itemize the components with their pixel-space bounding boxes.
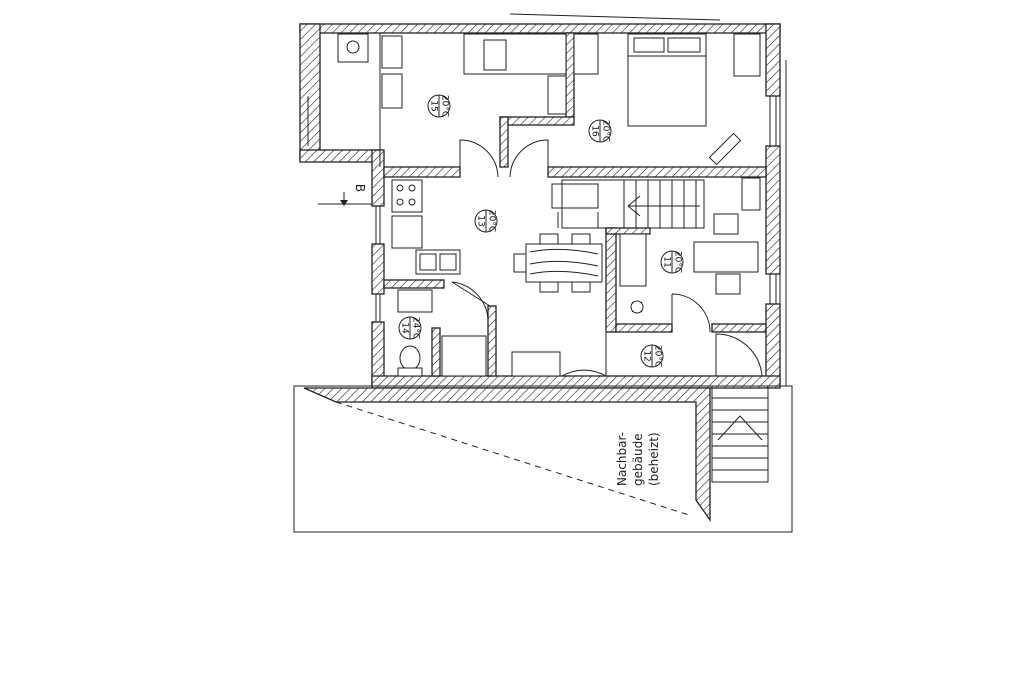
room-number: 12: [642, 350, 652, 361]
room-label-11: 11 20°C: [660, 250, 684, 274]
room-label-12: 12 20°C: [640, 344, 664, 368]
room-number: 14: [400, 322, 410, 334]
interior-walls: [383, 32, 767, 377]
window-lines: [307, 13, 787, 386]
neighbor-building: [293, 385, 793, 533]
room-number: 16: [590, 125, 600, 137]
furniture: [337, 33, 761, 377]
room-label-14: 14 24°C: [398, 316, 422, 340]
neighbor-note: Nachbar- gebäude (beheizt): [615, 432, 661, 486]
room-label-15: 15 20°C: [427, 94, 451, 118]
room-temperature: 20°C: [673, 251, 683, 273]
exterior-walls: [299, 23, 781, 389]
exterior-stairs: [711, 385, 769, 483]
section-mark-label: B: [353, 184, 367, 192]
room-temperature: 20°C: [487, 210, 497, 232]
neighbor-note-line2: gebäude: [631, 433, 645, 486]
section-mark: B: [318, 184, 372, 206]
neighbor-note-line1: Nachbar-: [615, 432, 629, 486]
room-label-13: 13 20°C: [474, 209, 498, 233]
room-temperature: 20°C: [440, 95, 450, 117]
room-label-16: 16 20°C: [588, 119, 612, 143]
neighbor-note-line3: (beheizt): [647, 432, 661, 486]
room-temperature: 20°C: [601, 120, 611, 142]
room-number: 13: [476, 215, 486, 226]
room-number: 15: [429, 100, 439, 111]
room-temperature: 20°C: [653, 345, 663, 367]
doors: [451, 139, 763, 377]
interior-stairs: [561, 179, 705, 229]
room-temperature: 24°C: [411, 317, 421, 339]
room-number: 11: [662, 256, 672, 267]
